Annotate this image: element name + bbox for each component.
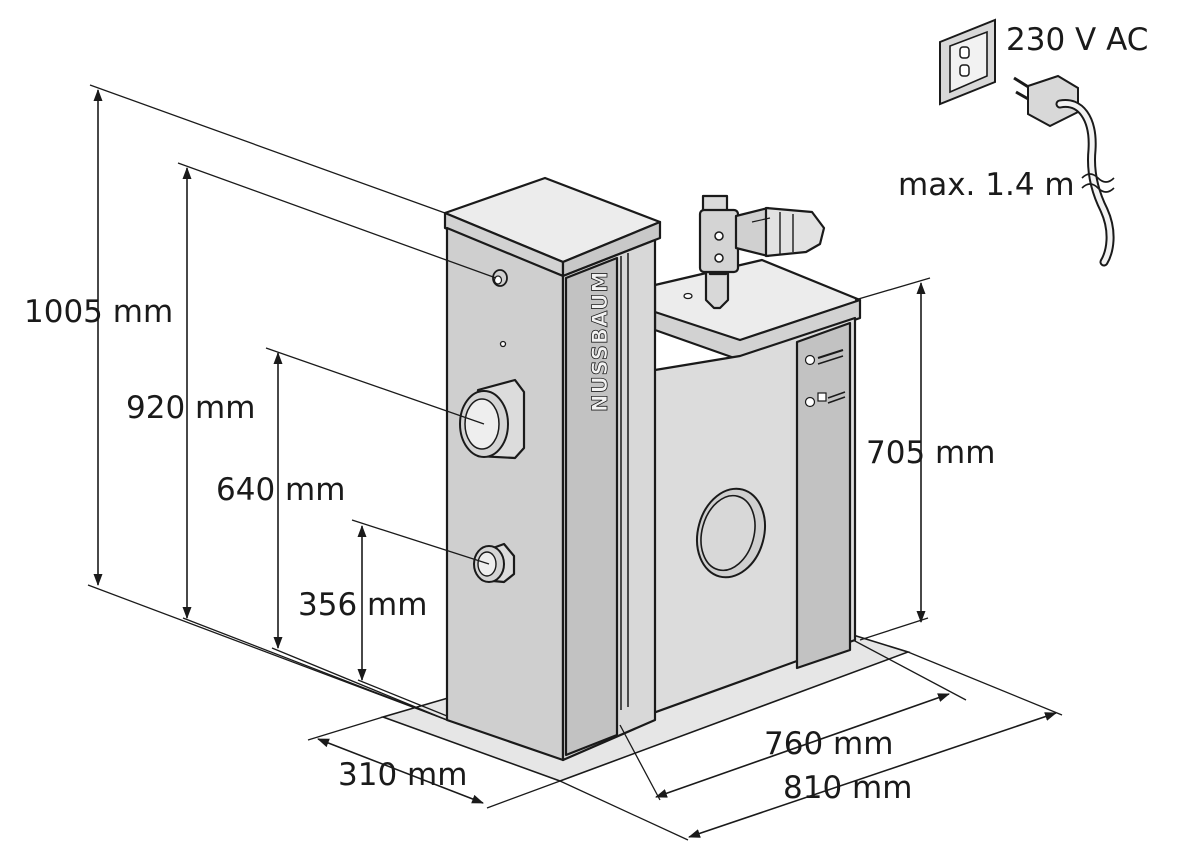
power-voltage-label: 230 V AC	[1006, 22, 1148, 58]
dimension-inlet-height: 640 mm	[216, 472, 345, 508]
outlet-pipe	[473, 542, 516, 584]
power-plug-icon	[1013, 74, 1115, 267]
label-sticker	[804, 349, 846, 408]
dimension-lines	[87, 84, 1063, 841]
dimension-outlet-height: 356 mm	[298, 587, 427, 623]
dimension-length-outer: 810 mm	[783, 770, 912, 806]
check-valve	[698, 194, 826, 310]
dimension-length-inner: 760 mm	[764, 726, 893, 762]
dimension-rear-height: 705 mm	[866, 435, 995, 471]
brand-logo: NUSSBAUM	[588, 271, 612, 413]
dimension-total-height: 1005 mm	[24, 294, 173, 330]
rear-housing	[618, 258, 862, 727]
inlet-pipe	[459, 378, 526, 460]
tall-tower: NUSSBAUM	[443, 176, 662, 762]
power-outlet-icon	[939, 18, 996, 106]
dimension-upper-port-height: 920 mm	[126, 390, 255, 426]
dimension-depth: 310 mm	[338, 757, 467, 793]
rear-side-panel	[795, 321, 852, 670]
inspection-port	[696, 487, 766, 579]
tower-front-face	[445, 226, 565, 762]
cable-length-label: max. 1.4 m	[898, 167, 1075, 203]
vent-port	[492, 269, 508, 287]
